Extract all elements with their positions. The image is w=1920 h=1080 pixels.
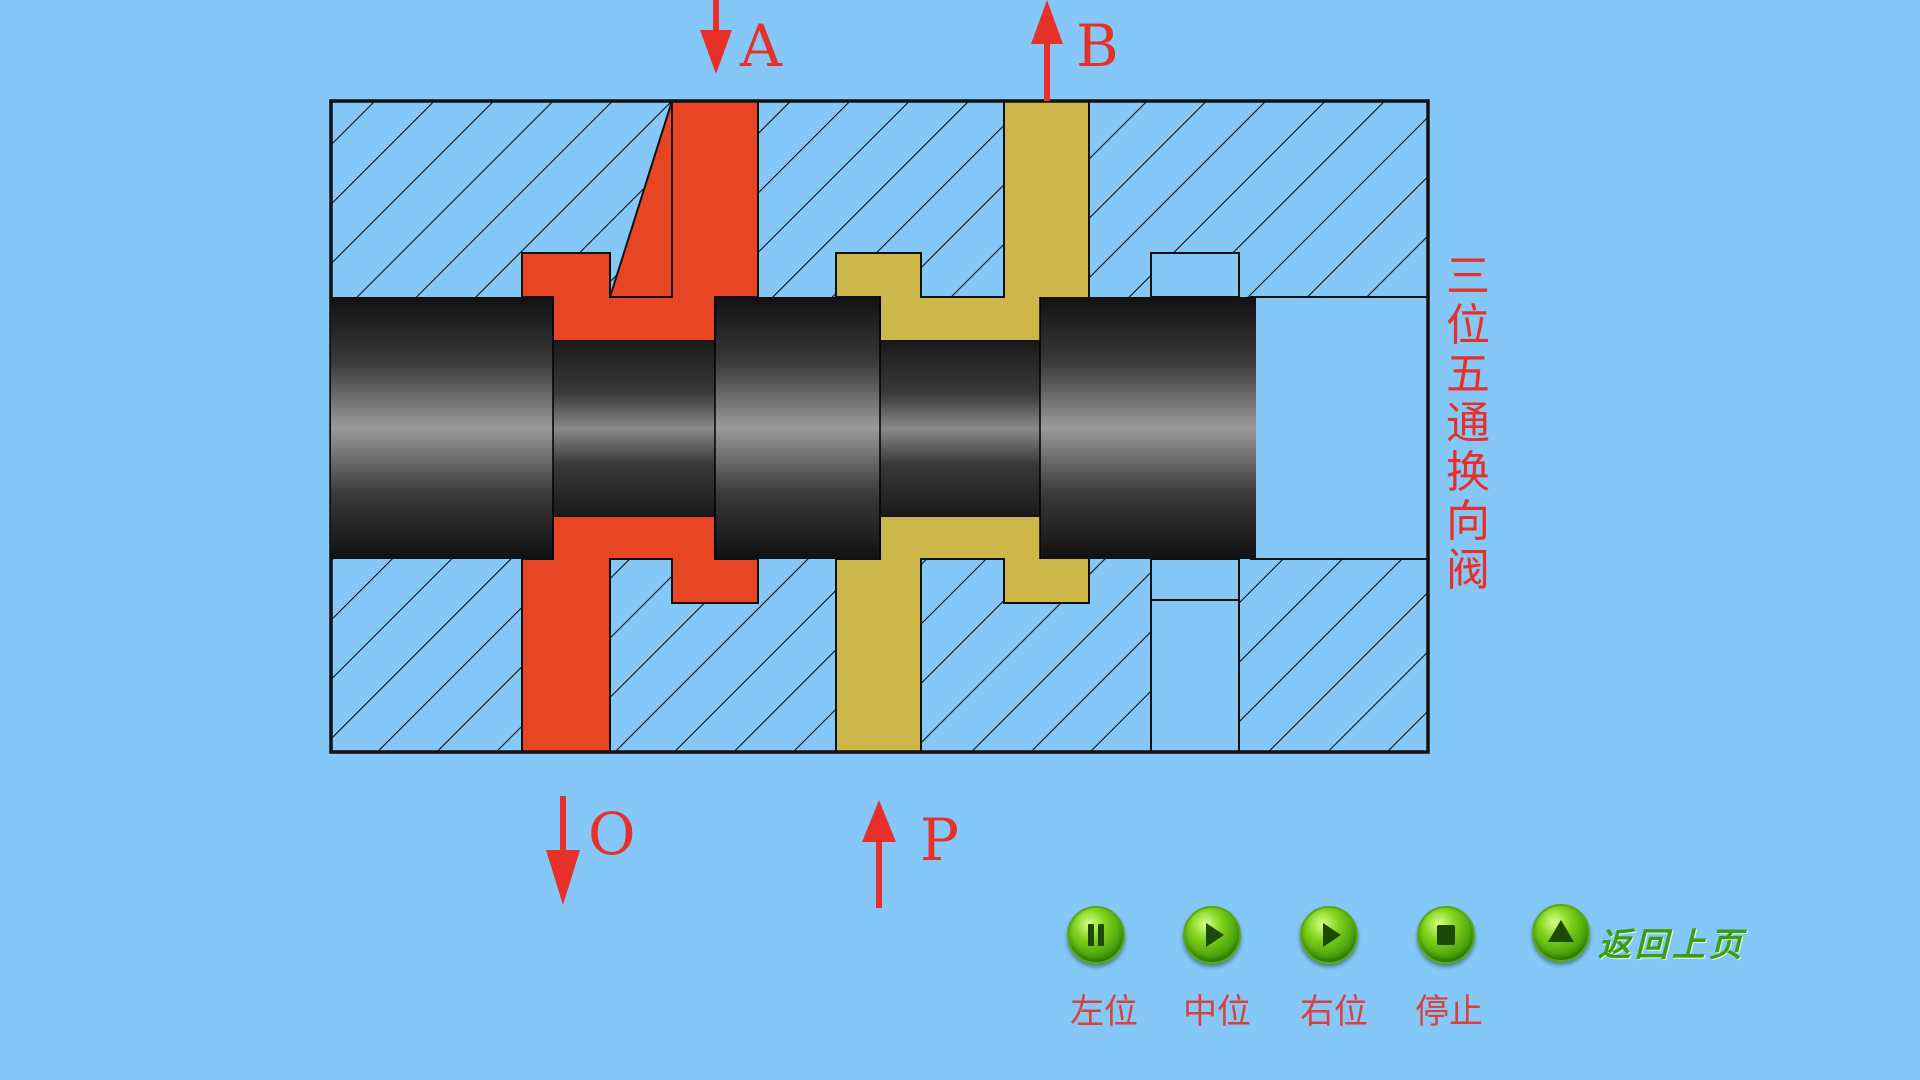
stop-label: 停止: [1415, 992, 1483, 1032]
back-link[interactable]: 返回上页: [1598, 925, 1746, 964]
back-button[interactable]: [1532, 904, 1590, 962]
middle-position-label: 中位: [1183, 992, 1251, 1032]
play-icon: [1323, 923, 1341, 947]
diagram-title: 三位五通换向阀: [1446, 251, 1490, 596]
arrow-a-icon: [700, 0, 732, 74]
arrow-p-icon: [862, 800, 896, 908]
right-position-label: 右位: [1300, 992, 1368, 1032]
port-label-p: P: [920, 806, 959, 874]
port-label-a: A: [739, 12, 783, 80]
up-triangle-icon: [1548, 920, 1574, 942]
stop-icon: [1437, 925, 1455, 945]
right-spare-port-top: [1150, 252, 1240, 298]
pause-icon: [1088, 924, 1104, 946]
right-position-button[interactable]: [1300, 906, 1358, 964]
play-icon: [1206, 923, 1224, 947]
left-position-button[interactable]: [1067, 906, 1125, 964]
left-position-label: 左位: [1070, 992, 1138, 1032]
arrow-b-icon: [1031, 0, 1063, 101]
stop-button[interactable]: [1417, 906, 1475, 964]
arrow-o-icon: [546, 796, 580, 905]
port-label-o: O: [588, 800, 636, 868]
middle-position-button[interactable]: [1183, 906, 1241, 964]
spool: [331, 297, 1256, 559]
port-label-b: B: [1076, 12, 1119, 80]
right-spare-port-bottom: [1150, 558, 1240, 753]
